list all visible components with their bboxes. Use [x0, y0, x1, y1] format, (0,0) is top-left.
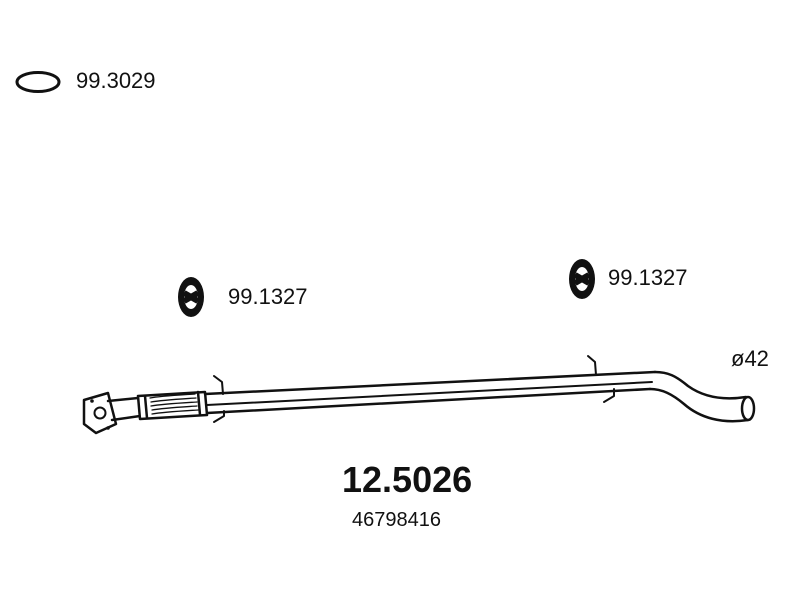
rubber-hanger-icon [569, 259, 595, 299]
outlet-bend-bottom [648, 387, 750, 423]
right-hanger-part-code: 99.1327 [608, 265, 688, 290]
outlet-end [740, 395, 756, 422]
outlet-bend-top [653, 370, 748, 400]
pipe-diameter-label: ø42 [731, 346, 769, 371]
ring-gasket-icon [15, 71, 61, 93]
gasket-part-code: 99.3029 [76, 68, 156, 93]
pipe-oem-number: 46798416 [352, 509, 441, 531]
inlet-flange [82, 391, 118, 435]
pipe-part-number: 12.5026 [342, 459, 473, 500]
flex-bellows-section [136, 390, 209, 421]
left-hanger-part-code: 99.1327 [228, 284, 308, 309]
main-pipe-top [203, 370, 657, 396]
hanger-rod-right [587, 355, 597, 376]
exhaust-pipe [82, 355, 756, 435]
rubber-hanger-icon [178, 277, 204, 317]
main-pipe-bottom [205, 387, 652, 415]
hanger-rod-left [213, 375, 224, 395]
